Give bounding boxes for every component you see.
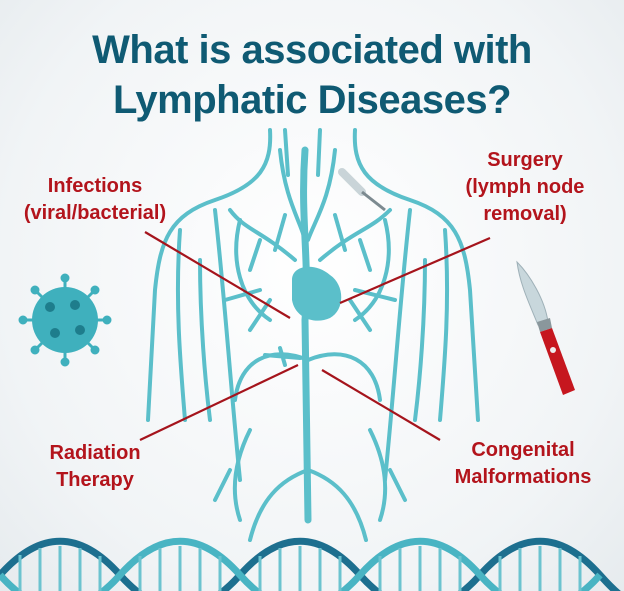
label-infections: Infections (viral/bacterial) (0, 173, 190, 227)
surgical-tool-icon (338, 168, 386, 212)
label-infections-line1: Infections (47, 175, 143, 197)
label-infections-line2: (viral/bacterial) (23, 202, 167, 224)
body-lymphatic-system (146, 128, 480, 542)
label-surgery-line2: (lymph node (465, 176, 585, 198)
label-congenital: Congenital Malformations (438, 437, 608, 491)
label-radiation-line1: Radiation (49, 442, 141, 464)
virus-icon (18, 273, 112, 367)
dna-helix-icon (0, 537, 621, 591)
label-radiation: Radiation Therapy (25, 440, 165, 494)
connector-lines (139, 231, 491, 441)
label-surgery-line1: Surgery (487, 149, 563, 171)
label-surgery: Surgery (lymph node removal) (440, 147, 610, 228)
label-congenital-line1: Congenital (471, 439, 575, 461)
label-congenital-line2: Malformations (454, 466, 592, 488)
title-line-1: What is associated with (92, 28, 532, 72)
label-radiation-line2: Therapy (56, 469, 134, 491)
title-line-2: Lymphatic Diseases? (112, 78, 512, 122)
scalpel-icon (516, 260, 575, 395)
label-surgery-line3: removal) (483, 203, 567, 225)
heart-node (292, 266, 342, 321)
